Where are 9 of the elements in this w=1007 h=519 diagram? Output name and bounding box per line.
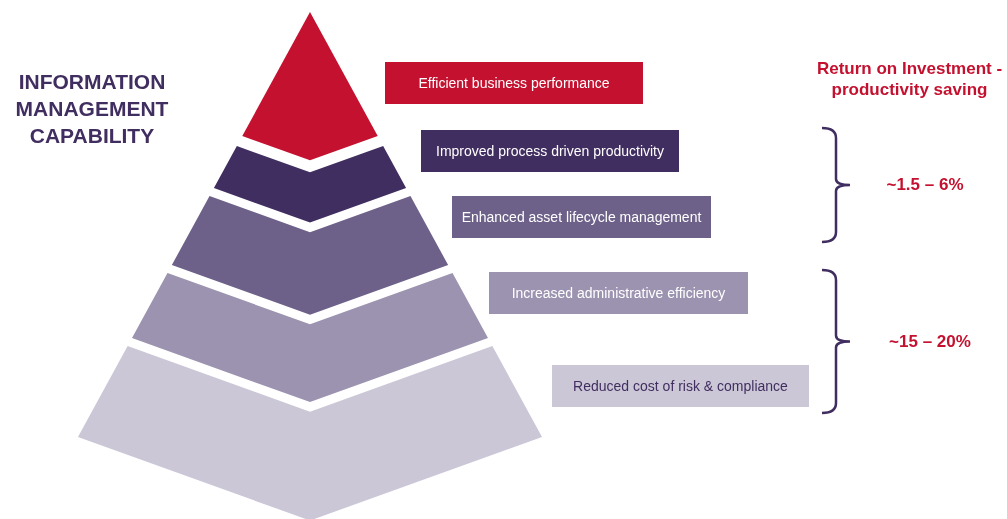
label-box: Increased administrative efficiency [489,272,748,314]
percentage-text: ~1.5 – 6% [885,174,965,195]
percentage-text: ~15 – 20% [888,331,972,352]
label-box: Improved process driven productivity [421,130,679,172]
label-box: Reduced cost of risk & compliance [552,365,809,407]
column-heading: Return on Investment - productivity saving [815,58,1004,100]
heading-text: INFORMATION MANAGEMENT CAPABILITY [14,69,170,149]
label-box: Enhanced asset lifecycle management [452,196,711,238]
label-box: Efficient business performance [385,62,643,104]
